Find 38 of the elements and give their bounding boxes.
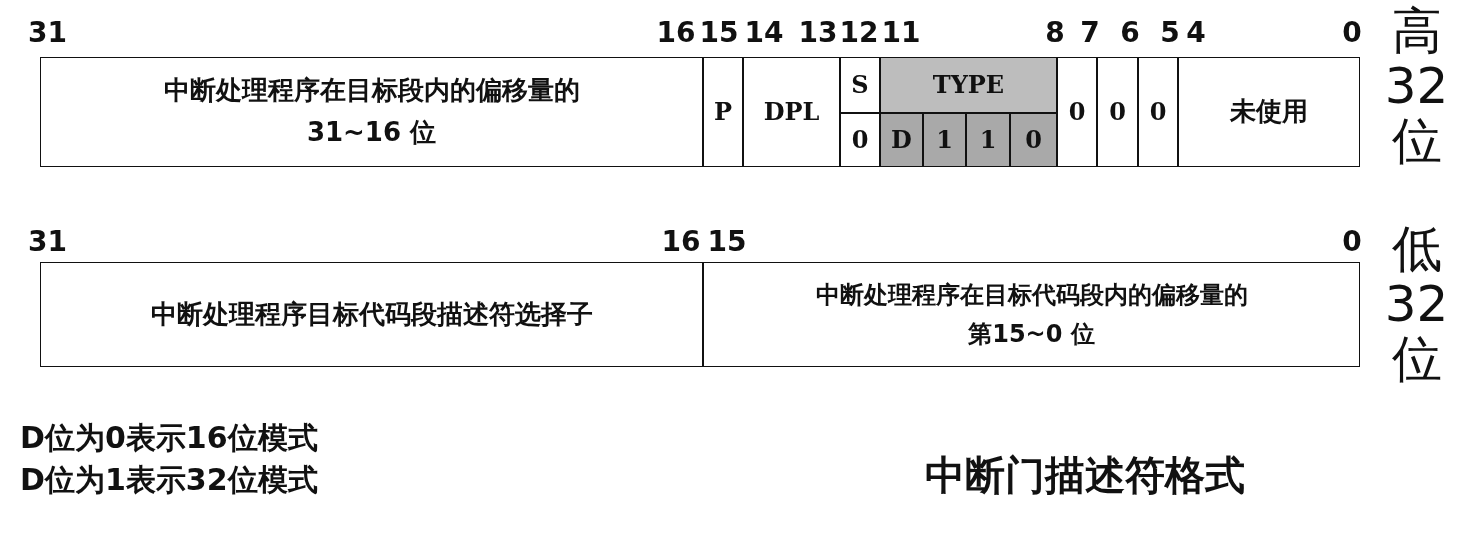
bit-number: 31 <box>28 225 67 258</box>
bit-field: 0 <box>1138 57 1178 167</box>
bit-field: S <box>840 57 880 113</box>
type-field: TYPE <box>880 57 1057 113</box>
bit-number: 15 <box>699 16 739 49</box>
bit-number: 12 <box>839 16 879 49</box>
bit-number: 15 <box>707 225 747 258</box>
bit-number: 16 <box>661 225 701 258</box>
bit-field: 中断处理程序目标代码段描述符选择子 <box>40 262 703 367</box>
word-label: 低32位 <box>1384 222 1449 387</box>
bit-number: 31 <box>28 16 67 49</box>
bit-field: P <box>703 57 743 167</box>
type-bit: D <box>880 113 923 167</box>
note: D位为1表示32位模式 <box>20 461 318 499</box>
bit-number: 11 <box>881 16 921 49</box>
bit-field: 0 <box>840 113 880 167</box>
bit-number: 14 <box>744 16 784 49</box>
bit-number: 13 <box>798 16 838 49</box>
note: D位为0表示16位模式 <box>20 419 318 457</box>
type-bit: 1 <box>923 113 966 167</box>
word-label: 高32位 <box>1384 4 1449 169</box>
bit-field: 0 <box>1057 57 1097 167</box>
bit-field: 中断处理程序在目标段内的偏移量的31~16 位 <box>40 57 703 167</box>
bit-number: 6 <box>1120 16 1140 49</box>
bit-number: 0 <box>1342 16 1362 49</box>
type-bit: 0 <box>1010 113 1057 167</box>
bit-field: 中断处理程序在目标代码段内的偏移量的第15~0 位 <box>703 262 1360 367</box>
bit-number: 7 <box>1080 16 1100 49</box>
type-bit: 1 <box>966 113 1010 167</box>
bit-field: 未使用 <box>1178 57 1360 167</box>
bit-number: 5 <box>1160 16 1180 49</box>
bit-number: 4 <box>1186 16 1206 49</box>
caption: 中断门描述符格式 <box>925 451 1245 500</box>
bit-field: 0 <box>1097 57 1138 167</box>
bit-number: 8 <box>1045 16 1065 49</box>
bit-field: DPL <box>743 57 840 167</box>
bit-number: 16 <box>656 16 696 49</box>
bit-number: 0 <box>1342 225 1362 258</box>
